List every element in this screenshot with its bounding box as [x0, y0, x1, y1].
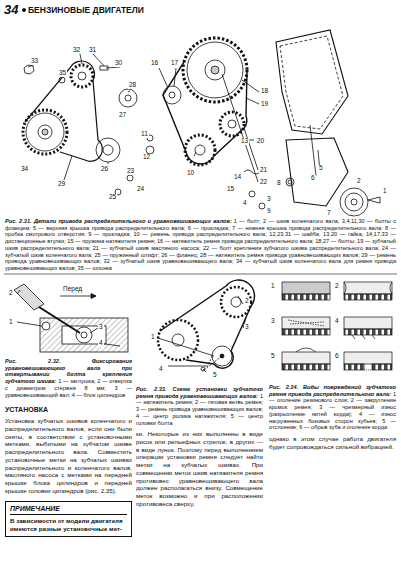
callout-number: 24 — [136, 186, 145, 193]
callout-number: 20 — [256, 138, 265, 145]
caption-title: Рис. 2.34. Виды повреждений зубчатого ре… — [269, 384, 396, 397]
callout-number: 8 — [276, 180, 282, 187]
body-text: однако в этом случае работа двигателя бу… — [269, 435, 396, 451]
figure-caption: Рис. 2.33. Схема установки зубчатого рем… — [136, 386, 263, 426]
callout-number: 2 — [334, 283, 340, 290]
callout-number: 1 — [382, 188, 388, 195]
callout-number: 4 — [334, 318, 340, 325]
caption-title: Рис. 2.33. Схема установки зубчатого рем… — [136, 386, 263, 399]
callout-number: 1 — [270, 283, 276, 290]
callout-number: 5 — [212, 372, 218, 379]
callout-number: 28 — [128, 82, 137, 89]
callout-number: 13 — [240, 138, 249, 145]
figure-caption: Рис. 2.34. Виды повреждений зубчатого ре… — [269, 384, 396, 431]
caption-body: 1 — болт; 2 — шкив коленчатого вала; 3,4… — [5, 218, 396, 271]
caption-title: Рис. 2.31. Детали привода распределитель… — [5, 218, 232, 224]
page-number: 34 — [4, 3, 18, 16]
callout-number: 33 — [30, 58, 39, 65]
callout-number: 2 — [244, 298, 250, 305]
callout-number: 21 — [259, 167, 268, 174]
callout-number: 3 — [270, 318, 276, 325]
callout-number: 11 — [140, 131, 149, 138]
callout-number: 10 — [186, 170, 195, 177]
callout-number: 7 — [326, 210, 332, 217]
callout-number: 1 — [150, 334, 156, 341]
callout-number: 30 — [114, 60, 123, 67]
callout-number: 18 — [260, 88, 269, 95]
callout-number: 5 — [270, 353, 276, 360]
callout-number: 2 — [356, 178, 362, 185]
callout-number: 4 — [242, 200, 248, 207]
callout-number: 16 — [150, 60, 159, 67]
body-text: Установка зубчатых шкивов коленчатого и … — [5, 417, 132, 495]
callout-number: 3 — [266, 196, 272, 203]
callout-number: 14 — [233, 174, 242, 181]
callout-number: 27 — [118, 112, 127, 119]
callout-number: 12 — [142, 154, 151, 161]
caption-body: 1 — оголение резинового слоя; 2 — закруг… — [269, 391, 396, 431]
callout-number: 3 — [98, 324, 104, 331]
callout-number: 15 — [226, 186, 235, 193]
callout-number: 32 — [72, 47, 81, 54]
callout-number: 9 — [266, 208, 272, 215]
callout-number: 4 — [98, 340, 104, 347]
running-header: БЕНЗИНОВЫЕ ДВИГАТЕЛИ — [28, 6, 144, 15]
callout-number: 1 — [8, 319, 14, 326]
callout-number: 34 — [20, 166, 29, 173]
callout-number: 22 — [259, 179, 268, 186]
callout-number: 23 — [126, 168, 135, 175]
callout-number: 3 — [244, 324, 250, 331]
callout-number: 35 — [58, 70, 67, 77]
note-text: В зависимости от модели двигателя имеютс… — [10, 517, 127, 533]
callout-number: 25 — [108, 194, 117, 201]
section-heading: УСТАНОВКА — [5, 406, 132, 413]
callout-number: Перед — [62, 286, 83, 293]
body-text: ки. Некоторые из них выполнены в виде ри… — [136, 430, 263, 508]
figure-caption: Рис. 2.31. Детали привода распределитель… — [5, 218, 396, 272]
callout-number: 26 — [100, 166, 109, 173]
callout-number: 2 — [8, 290, 14, 297]
callout-number: 17 — [170, 60, 179, 67]
callout-number: 29 — [57, 181, 66, 188]
callout-number: 19 — [260, 101, 269, 108]
callout-number: 6 — [310, 175, 316, 182]
callout-number: 4 — [158, 366, 164, 373]
callout-number: 31 — [88, 47, 97, 54]
figure-caption: Рис. 2.32. Фиксирование уравновешивающег… — [5, 358, 132, 398]
note-box: ПРИМЕЧАНИЕ В зависимости от модели двигат… — [5, 501, 132, 537]
callout-number: 6 — [334, 353, 340, 360]
callout-number: 5 — [318, 165, 324, 172]
note-heading: ПРИМЕЧАНИЕ — [10, 505, 127, 515]
